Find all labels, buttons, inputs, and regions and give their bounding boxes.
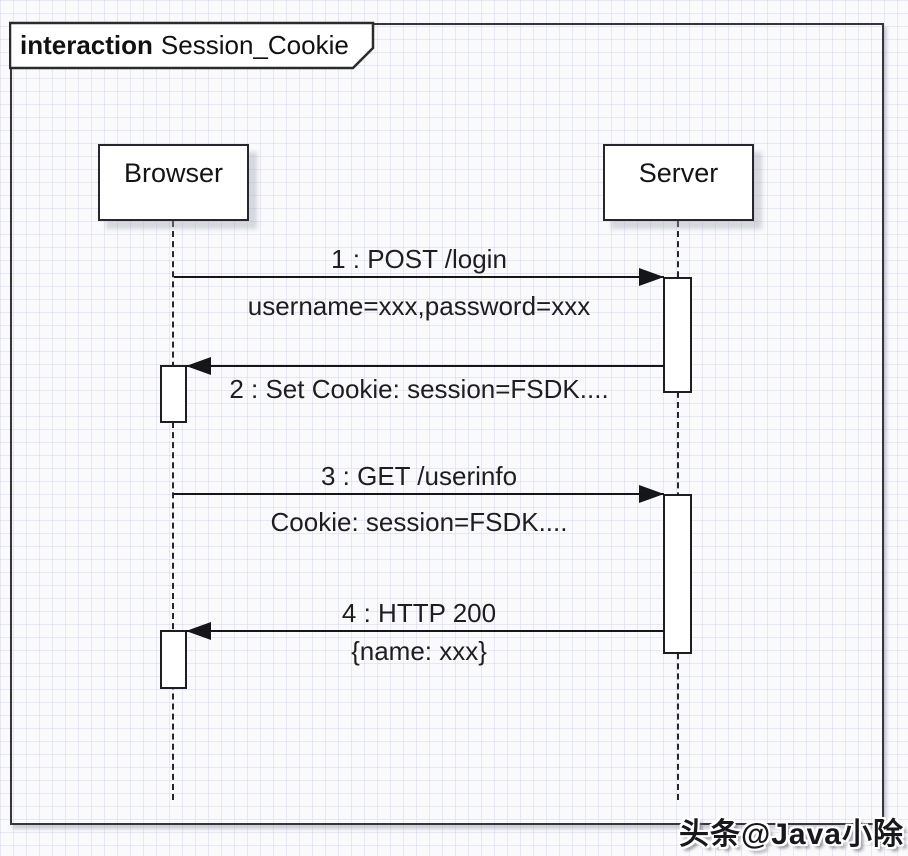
message-3-label: 3 : GET /userinfo [320, 461, 518, 491]
interaction-keyword: interaction [20, 30, 153, 60]
arrowhead-right-icon [639, 268, 664, 286]
frame-title-tab [9, 21, 375, 70]
browser-activation-bar-1 [160, 365, 187, 423]
server-activation-bar-2 [663, 494, 692, 654]
message-1-detail: username=xxx,password=xxx [247, 291, 591, 321]
message-1-arrow-line [174, 276, 664, 278]
lifeline-server-box: Server [603, 144, 754, 221]
arrowhead-left-icon [186, 357, 211, 375]
watermark: 头条@Java小除 [679, 818, 904, 851]
message-4-arrow-line [186, 630, 664, 632]
browser-lifeline-line [172, 221, 174, 800]
server-activation-bar-1 [663, 277, 692, 393]
message-3-arrow-line [174, 493, 664, 495]
diagram-name: Session_Cookie [160, 30, 349, 60]
lifeline-browser-box: Browser [98, 144, 249, 221]
message-4-detail: {name: xxx} [351, 636, 487, 666]
message-2-arrow-line [186, 365, 664, 367]
message-3-detail: Cookie: session=FSDK.... [270, 507, 568, 537]
message-1-label: 1 : POST /login [331, 244, 507, 274]
arrowhead-right-icon [639, 485, 664, 503]
server-label: Server [638, 158, 719, 188]
browser-activation-bar-2 [160, 630, 187, 689]
browser-label: Browser [123, 158, 224, 188]
message-4-label: 4 : HTTP 200 [341, 598, 497, 628]
interaction-frame [10, 23, 884, 825]
message-2-label: 2 : Set Cookie: session=FSDK.... [229, 374, 609, 404]
arrowhead-left-icon [186, 622, 211, 640]
